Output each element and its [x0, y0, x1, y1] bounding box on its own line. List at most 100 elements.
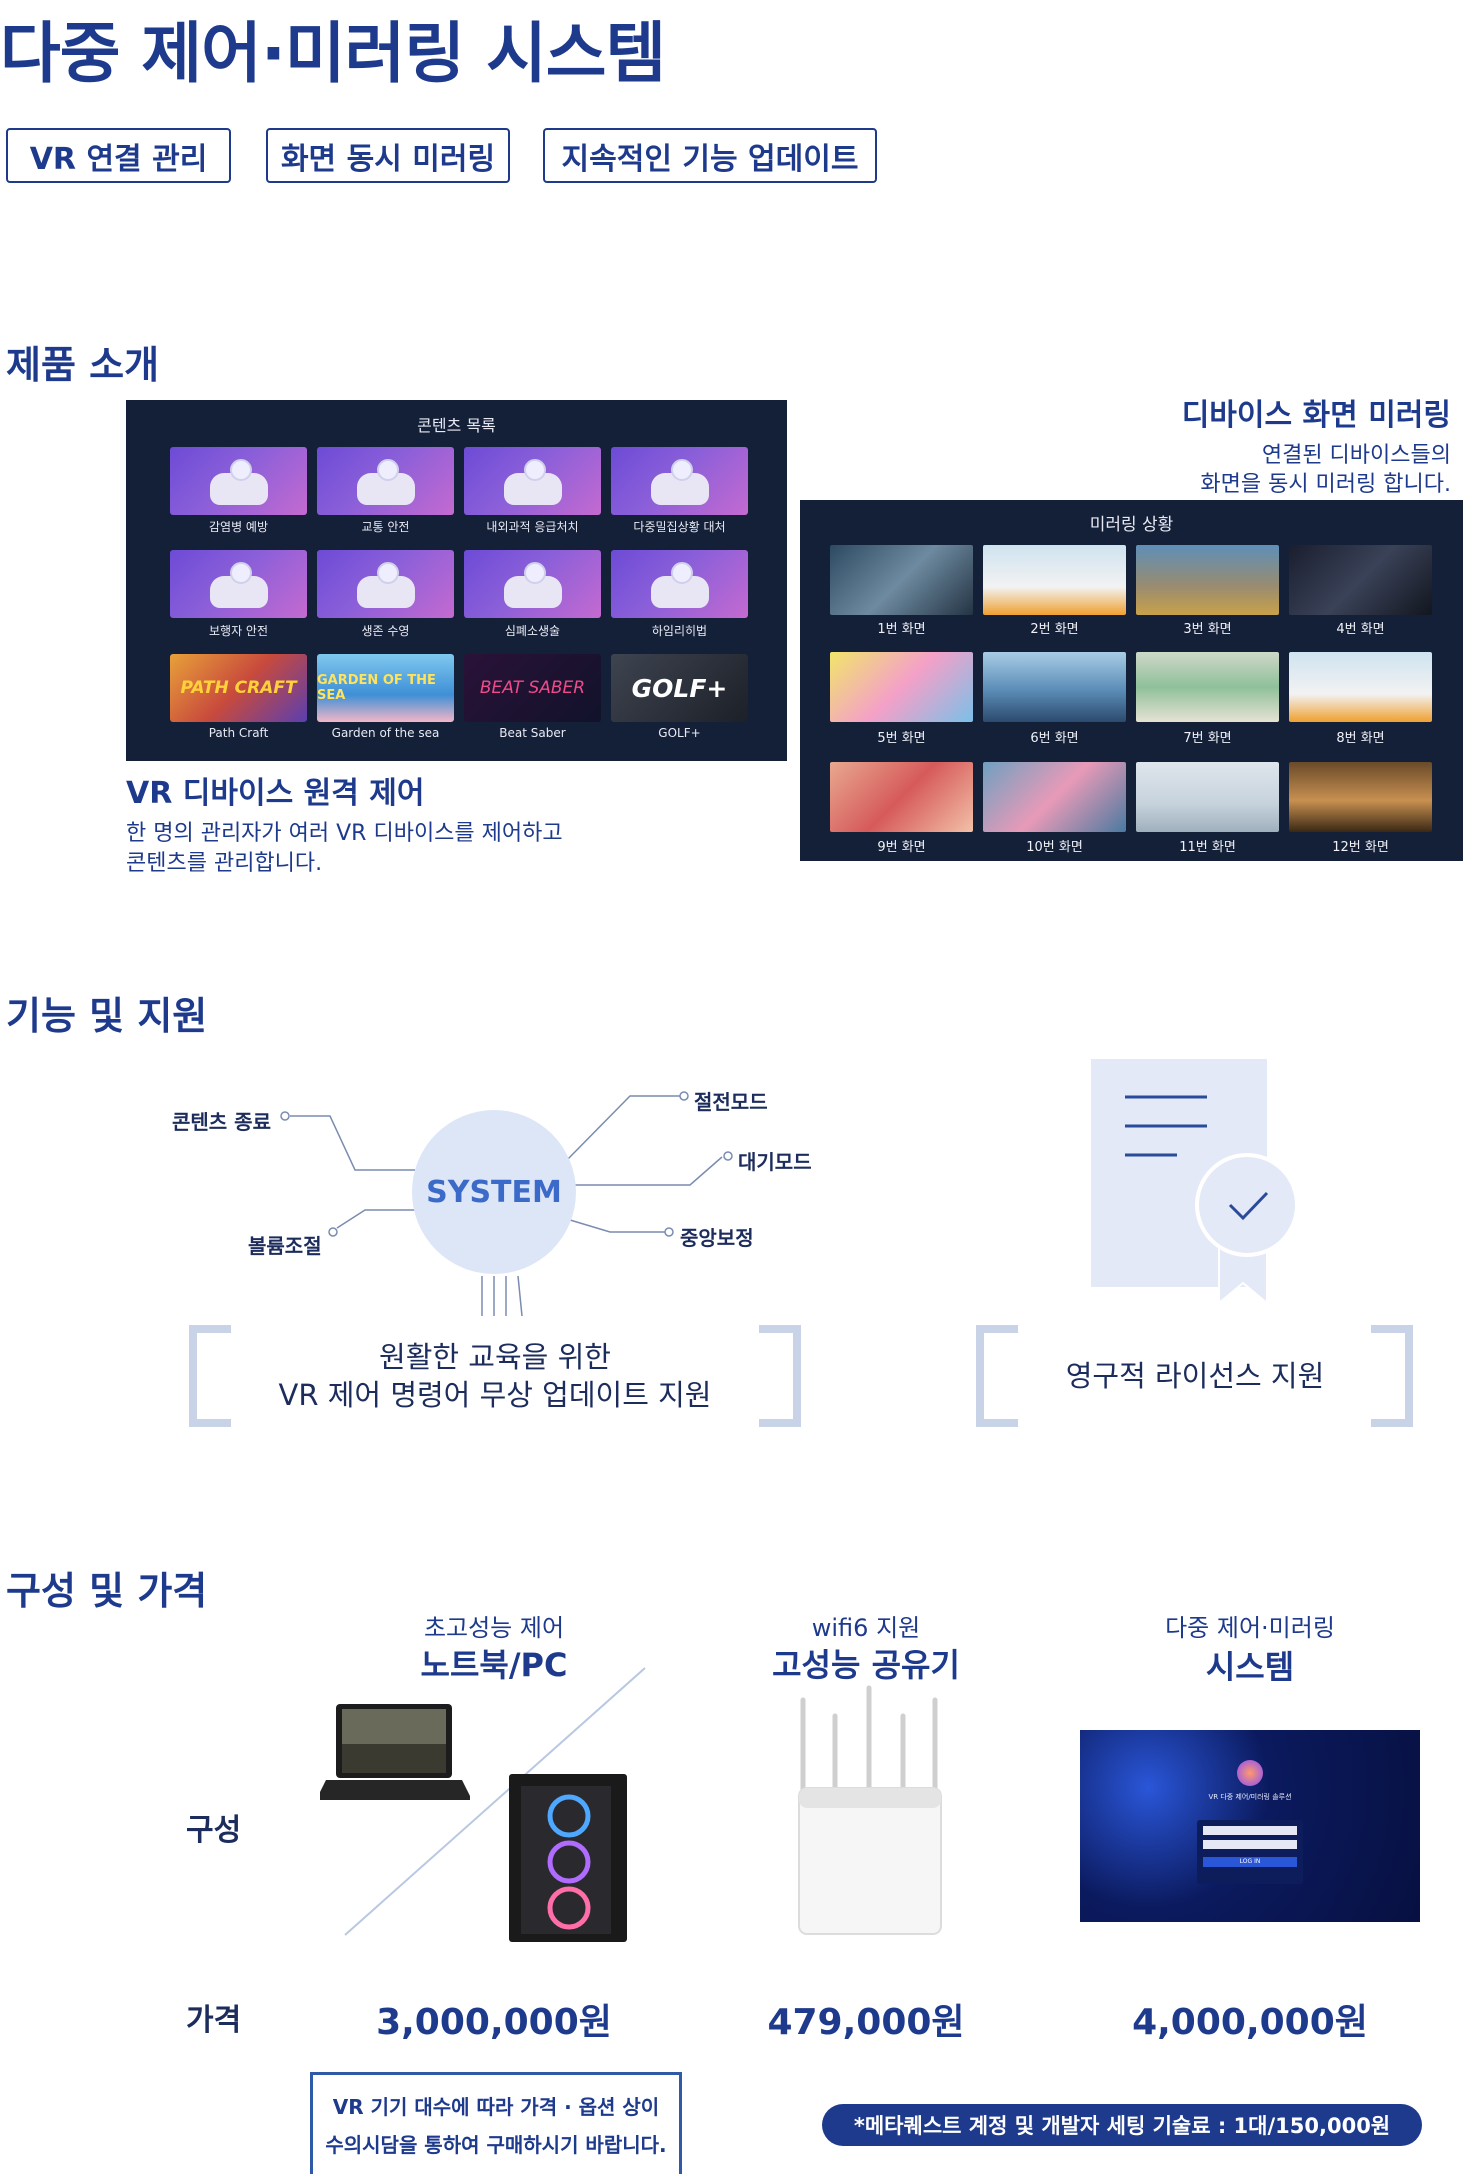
price-note-box: VR 기기 대수에 따라 가격 · 옵션 상이 수의시담을 통하여 구매하시기 …: [310, 2072, 682, 2174]
mirror-thumb[interactable]: [983, 652, 1126, 722]
bracket-frame-license: [976, 1325, 1413, 1427]
col1-subtitle: 초고성능 제어: [423, 1614, 565, 1642]
node-standby: 대기모드: [738, 1150, 812, 1174]
content-label: GOLF+: [658, 726, 701, 740]
game-tile-beatsaber[interactable]: BEAT SABER: [464, 654, 601, 722]
mirror-label: 1번 화면: [877, 622, 926, 637]
mirror-label: 5번 화면: [877, 731, 926, 746]
tag-updates: 지속적인 기능 업데이트: [543, 128, 877, 183]
laptop-image: [320, 1704, 470, 1800]
update-support-line2: VR 제어 명령어 무상 업데이트 지원: [278, 1378, 712, 1412]
system-diagram-lines: [280, 1091, 733, 1317]
mirror-label: 2번 화면: [1030, 622, 1079, 637]
system-logo-icon: [1237, 1760, 1263, 1786]
mirroring-title: 디바이스 화면 미러링: [1181, 398, 1451, 433]
mirror-label: 8번 화면: [1336, 731, 1385, 746]
node-power-save: 절전모드: [694, 1090, 768, 1114]
router-image: [798, 1685, 942, 1935]
remote-control-desc-1: 한 명의 관리자가 여러 VR 디바이스를 제어하고: [126, 821, 563, 846]
bracket-frame-update: [189, 1325, 801, 1427]
content-label: Garden of the sea: [331, 726, 440, 740]
login-button[interactable]: LOG IN: [1203, 1857, 1297, 1867]
col1-title: 노트북/PC: [420, 1646, 568, 1684]
content-label: 다중밀집상황 대처: [633, 520, 726, 534]
system-hub: SYSTEM: [412, 1110, 576, 1274]
content-label: Path Craft: [208, 726, 269, 740]
content-tile[interactable]: [170, 550, 307, 618]
page-title: 다중 제어·미러링 시스템: [0, 15, 666, 92]
col3-subtitle: 다중 제어·미러링: [1165, 1614, 1335, 1642]
content-tile[interactable]: [464, 550, 601, 618]
mirror-label: 3번 화면: [1183, 622, 1232, 637]
mirror-thumb[interactable]: [830, 545, 973, 615]
mirror-thumb[interactable]: [1136, 762, 1279, 832]
game-tile-golf[interactable]: GOLF+: [611, 654, 748, 722]
system-login-screen: VR 다중 제어/미러링 솔루션 LOG IN: [1080, 1730, 1420, 1922]
game-tile-pathcraft[interactable]: PATH CRAFT: [170, 654, 307, 722]
mirroring-screen-title: 미러링 상황: [1089, 515, 1174, 535]
price-note-line1: VR 기기 대수에 따라 가격 · 옵션 상이: [332, 2095, 660, 2119]
mirror-thumb[interactable]: [983, 762, 1126, 832]
license-certificate-icon: [1091, 1059, 1299, 1306]
content-tile[interactable]: [611, 447, 748, 515]
mirror-label: 6번 화면: [1030, 731, 1079, 746]
node-center: 중앙보정: [680, 1226, 754, 1250]
login-id-field[interactable]: [1203, 1826, 1297, 1835]
col2-title: 고성능 공유기: [772, 1646, 960, 1684]
content-label: 보행자 안전: [208, 624, 268, 638]
content-label: 생존 수영: [361, 624, 410, 638]
price-system: 4,000,000원: [1132, 2002, 1368, 2043]
mirror-thumb[interactable]: [1136, 652, 1279, 722]
mirror-thumb[interactable]: [1289, 545, 1432, 615]
mirror-thumb[interactable]: [1136, 545, 1279, 615]
section-title-features: 기능 및 지원: [6, 994, 208, 1038]
node-volume: 볼륨조절: [248, 1234, 322, 1258]
license-support: 영구적 라이선스 지원: [1065, 1359, 1325, 1393]
update-support-line1: 원활한 교육을 위한: [379, 1340, 611, 1374]
mirroring-screen: 미러링 상황 1번 화면 2번 화면 3번 화면 4번 화면 5번 화면 6번 …: [800, 500, 1463, 861]
price-router: 479,000원: [767, 2002, 965, 2043]
content-label: Beat Saber: [499, 726, 566, 740]
content-label: 심폐소생술: [504, 624, 561, 638]
section-title-product: 제품 소개: [6, 343, 160, 387]
content-tile[interactable]: [611, 550, 748, 618]
row-label-price: 가격: [186, 2003, 242, 2038]
mirror-label: 7번 화면: [1183, 731, 1232, 746]
content-label: 내외과적 응급처치: [486, 520, 579, 534]
mirroring-desc-1: 연결된 디바이스들의: [1261, 443, 1451, 468]
login-password-field[interactable]: [1203, 1840, 1297, 1849]
mirror-thumb[interactable]: [1289, 762, 1432, 832]
mirror-label: 4번 화면: [1336, 622, 1385, 637]
mirror-label: 9번 화면: [877, 840, 926, 855]
game-tile-garden[interactable]: GARDEN OF THE SEA: [317, 654, 454, 722]
content-tile[interactable]: [170, 447, 307, 515]
content-label: 교통 안전: [361, 520, 410, 534]
tag-mirroring: 화면 동시 미러링: [266, 128, 510, 183]
section-title-pricing: 구성 및 가격: [6, 1569, 208, 1613]
content-label: 감염병 예방: [208, 520, 268, 534]
content-tile[interactable]: [464, 447, 601, 515]
mirror-thumb[interactable]: [983, 545, 1126, 615]
mirror-label: 12번 화면: [1332, 840, 1389, 855]
metaquest-fee-badge: *메타퀘스트 계정 및 개발자 세팅 기술료 : 1대/150,000원: [822, 2104, 1422, 2146]
col2-subtitle: wifi6 지원: [811, 1614, 921, 1642]
mirroring-desc-2: 화면을 동시 미러링 합니다.: [1200, 472, 1451, 497]
tag-vr-connection: VR 연결 관리: [6, 128, 231, 183]
mirror-thumb[interactable]: [830, 652, 973, 722]
node-content-end: 콘텐츠 종료: [172, 1110, 271, 1134]
content-list-title: 콘텐츠 목록: [417, 416, 496, 435]
content-tile[interactable]: [317, 447, 454, 515]
remote-control-title: VR 디바이스 원격 제어: [126, 776, 425, 811]
content-label: 하임리히법: [651, 624, 708, 638]
login-title: VR 다중 제어/미러링 솔루션: [1208, 1793, 1292, 1801]
remote-control-desc-2: 콘텐츠를 관리합니다.: [126, 851, 323, 876]
pc-tower-image: [509, 1774, 627, 1942]
price-pc: 3,000,000원: [376, 2002, 612, 2043]
mirror-thumb[interactable]: [1289, 652, 1432, 722]
content-tile[interactable]: [317, 550, 454, 618]
mirror-label: 11번 화면: [1179, 840, 1236, 855]
price-note-line2: 수의시담을 통하여 구매하시기 바랍니다.: [325, 2133, 667, 2157]
mirror-thumb[interactable]: [830, 762, 973, 832]
row-label-composition: 구성: [186, 1813, 242, 1848]
pricing-grid: [140, 1620, 1463, 2080]
